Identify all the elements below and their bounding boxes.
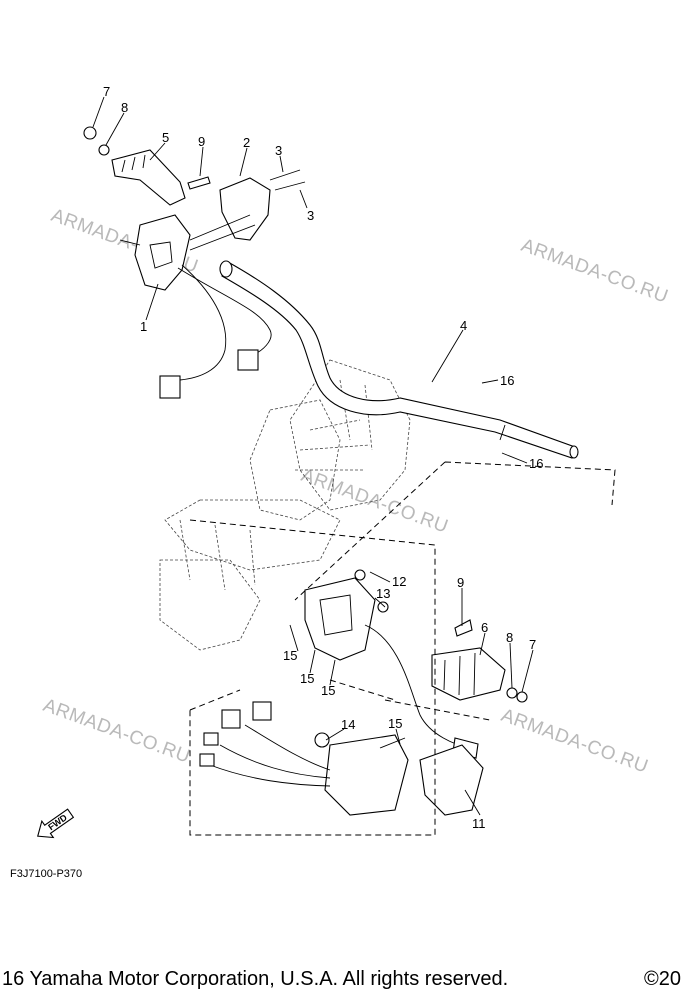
leader-lines bbox=[92, 96, 534, 816]
fwd-arrow-icon bbox=[37, 808, 75, 839]
callout-7-right: 7 bbox=[529, 637, 536, 652]
callout-6: 6 bbox=[481, 620, 488, 635]
callout-15-a: 15 bbox=[283, 648, 297, 663]
callout-15-c: 15 bbox=[321, 683, 335, 698]
copyright-footer: 16 Yamaha Motor Corporation, U.S.A. All … bbox=[0, 968, 687, 996]
callout-1: 1 bbox=[140, 319, 147, 334]
callout-3-lower: 3 bbox=[307, 208, 314, 223]
drawing-code: F3J7100-P370 bbox=[10, 868, 82, 880]
callout-12: 12 bbox=[392, 574, 406, 589]
callout-2: 2 bbox=[243, 135, 250, 150]
left-hardware bbox=[83, 126, 306, 191]
copyright-text: 16 Yamaha Motor Corporation, U.S.A. All … bbox=[2, 968, 509, 990]
left-switch-assembly bbox=[119, 214, 272, 399]
left-grip bbox=[111, 149, 186, 206]
callout-16-upper: 16 bbox=[500, 373, 514, 388]
callout-3-upper: 3 bbox=[275, 143, 282, 158]
watermark-layer: ARMADA-CO.RU ARMADA-CO.RU ARMADA-CO.RU A… bbox=[40, 205, 671, 778]
watermark-bottom-left: ARMADA-CO.RU bbox=[40, 695, 193, 768]
callout-11: 11 bbox=[472, 816, 486, 831]
watermark-top-right: ARMADA-CO.RU bbox=[518, 235, 671, 308]
throttle-housing bbox=[314, 732, 484, 816]
fwd-arrow: FWD bbox=[37, 808, 75, 839]
handlebar bbox=[219, 260, 579, 459]
callout-14: 14 bbox=[341, 717, 355, 732]
right-harness bbox=[199, 701, 331, 787]
callout-15-d: 15 bbox=[388, 716, 402, 731]
steering-frame-outline bbox=[159, 359, 411, 651]
callout-labels: 7 8 5 9 2 3 3 1 4 16 16 12 13 9 6 8 7 15… bbox=[103, 84, 543, 831]
callout-8-top: 8 bbox=[121, 100, 128, 115]
callout-16-lower: 16 bbox=[529, 456, 543, 471]
callout-5: 5 bbox=[162, 130, 169, 145]
handlebar-clamp bbox=[189, 177, 271, 251]
callout-15-b: 15 bbox=[300, 671, 314, 686]
callout-4: 4 bbox=[460, 318, 467, 333]
callout-7-top: 7 bbox=[103, 84, 110, 99]
right-switch-assembly bbox=[304, 569, 479, 759]
copyright-year-fragment: ©20 bbox=[644, 968, 681, 990]
right-grip bbox=[431, 619, 528, 703]
callout-9-right: 9 bbox=[457, 575, 464, 590]
callout-9-top: 9 bbox=[198, 134, 205, 149]
callout-13: 13 bbox=[376, 586, 390, 601]
callout-8-right: 8 bbox=[506, 630, 513, 645]
watermark-bottom-right: ARMADA-CO.RU bbox=[498, 705, 651, 778]
group-outlines bbox=[189, 461, 616, 836]
